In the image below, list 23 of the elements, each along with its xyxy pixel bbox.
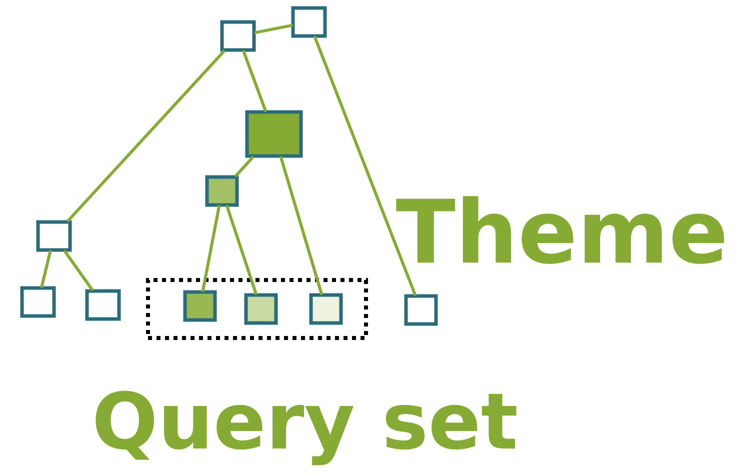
edge-line [63, 250, 94, 292]
edge-line [279, 156, 324, 296]
edge-line [225, 204, 258, 296]
tree-node [220, 20, 256, 52]
query-set-frame [146, 278, 368, 340]
edge-line [40, 250, 52, 288]
edge-line [234, 156, 254, 178]
edge-line [242, 50, 268, 112]
tree-node [291, 6, 327, 38]
tree-node [20, 286, 56, 318]
heading-text: Theme [396, 196, 724, 264]
heading-text: Query set [96, 390, 516, 466]
tree-node [205, 175, 239, 207]
edge-line [254, 24, 294, 34]
tree-node [85, 289, 121, 321]
edge-line [313, 36, 417, 296]
tree-node [245, 110, 303, 158]
tree-node [404, 294, 438, 326]
tree-node [183, 290, 217, 322]
edge-line [66, 50, 226, 222]
tree-node [36, 220, 72, 252]
tree-node [309, 293, 343, 325]
tree-node [244, 293, 278, 325]
